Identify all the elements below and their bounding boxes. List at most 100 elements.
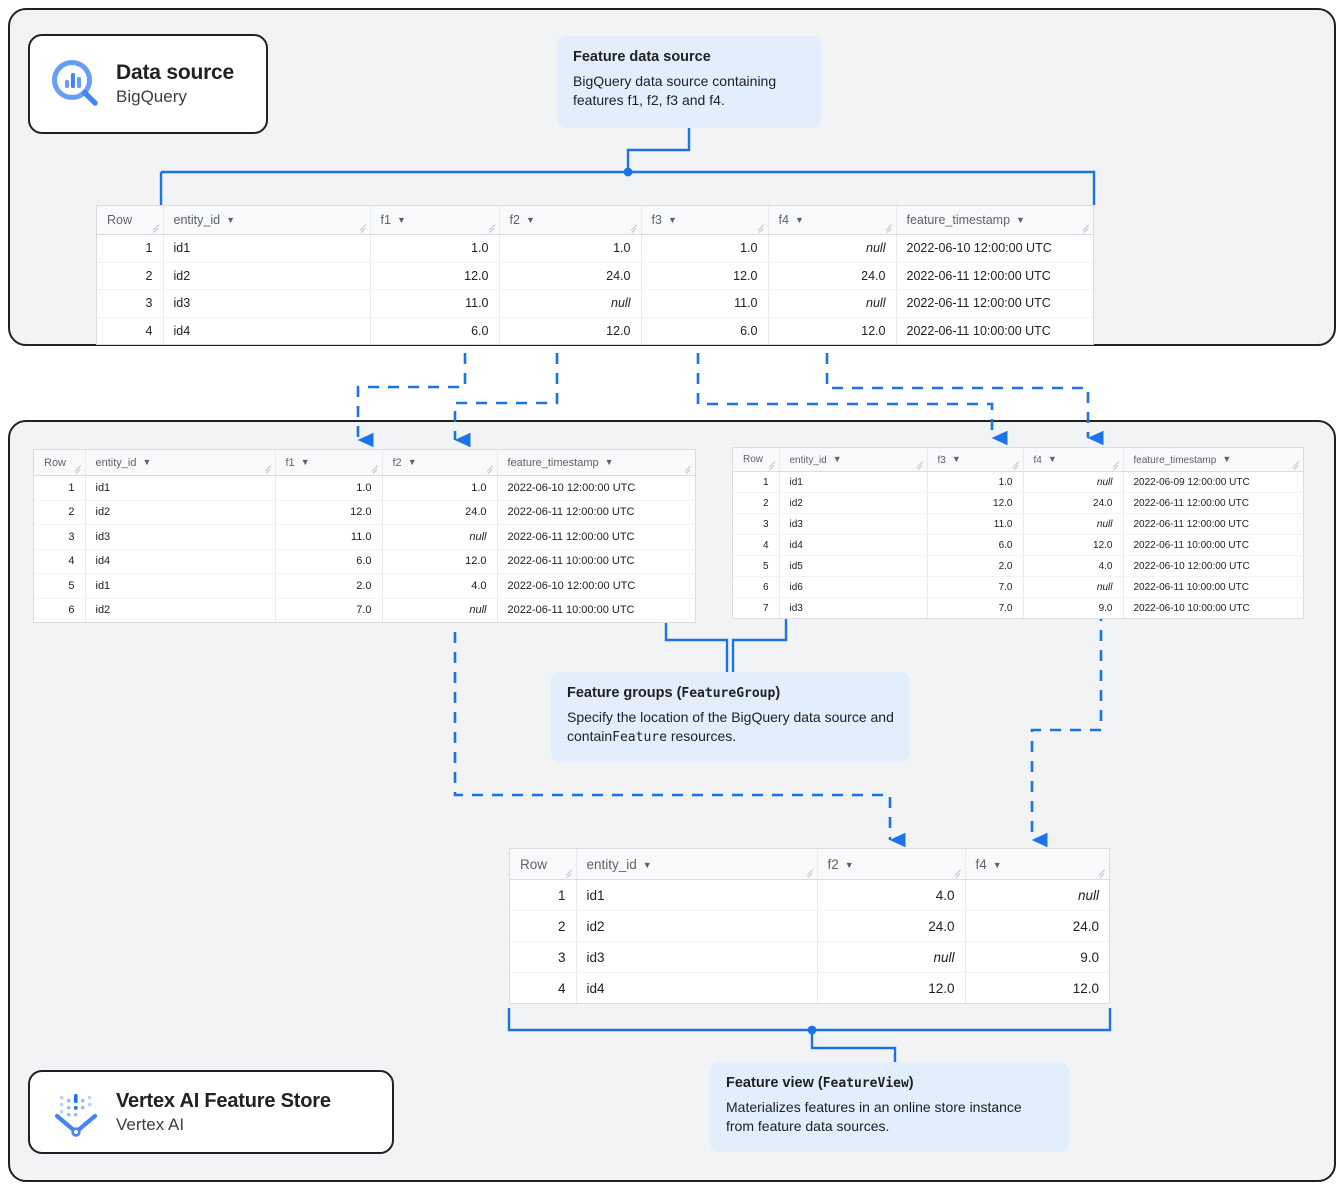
column-resize-handle[interactable] [359,224,368,233]
column-resize-handle[interactable] [916,461,925,470]
cell-f1: 2.0 [275,573,383,599]
column-resize-handle[interactable] [806,869,815,878]
chevron-down-icon[interactable]: ▼ [226,215,235,225]
chevron-down-icon[interactable]: ▼ [525,215,535,225]
chevron-down-icon[interactable]: ▼ [604,456,614,467]
cell-entity_id: id2 [576,910,818,942]
cell-f1: 6.0 [370,317,500,344]
cell-f3: 12.0 [927,492,1024,514]
chevron-down-icon[interactable]: ▼ [667,215,677,225]
cell-f4: null [768,289,897,318]
column-resize-handle[interactable] [565,869,574,878]
column-resize-handle[interactable] [630,224,639,233]
chevron-down-icon[interactable]: ▼ [951,453,961,464]
column-resize-handle[interactable] [1082,224,1091,233]
column-resize-handle[interactable] [768,461,777,470]
cell-feature_timestamp: 2022-06-11 10:00:00 UTC [497,549,695,574]
cell-row: 5 [34,573,86,599]
cell-f3: 2.0 [927,555,1024,577]
chevron-down-icon[interactable]: ▼ [407,456,417,467]
column-resize-handle[interactable] [954,869,963,878]
column-header-f4[interactable]: f4▼ [1023,448,1124,472]
cell-entity_id: id4 [85,549,276,574]
column-header-label: feature_timestamp [1133,454,1217,466]
column-header-f2[interactable]: f2▼ [817,849,966,880]
cell-f1: 1.0 [275,475,383,501]
cell-f3: 7.0 [927,597,1024,618]
column-resize-handle[interactable] [264,465,273,474]
cell-f2: 12.0 [382,549,498,574]
cell-f2: null [817,941,966,973]
column-resize-handle[interactable] [757,224,766,233]
column-header-entity_id[interactable]: entity_id▼ [163,206,371,235]
column-header-label: f1 [285,456,295,469]
column-resize-handle[interactable] [152,224,161,233]
cell-row: 4 [34,549,86,574]
column-header-feature_timestamp[interactable]: feature_timestamp ▼ [1123,448,1303,472]
feature-groups-body-post: resources. [666,728,737,745]
cell-f4: null [1023,513,1124,535]
column-resize-handle[interactable] [1292,461,1301,470]
column-resize-handle[interactable] [684,465,693,474]
cell-f4: 12.0 [768,317,897,344]
column-header-entity_id[interactable]: entity_id▼ [85,450,276,476]
column-header-feature_timestamp[interactable]: feature_timestamp▼ [497,450,695,476]
column-header-f4[interactable]: f4 ▼ [965,849,1109,880]
column-header-f1[interactable]: f1 ▼ [275,450,383,476]
chevron-down-icon[interactable]: ▼ [300,456,310,467]
column-header-row[interactable]: Row [733,448,780,472]
column-resize-handle[interactable] [488,224,497,233]
column-header-entity_id[interactable]: entity_id▼ [576,849,818,880]
column-resize-handle[interactable] [1112,461,1121,470]
cell-entity_id: id3 [779,513,928,535]
column-resize-handle[interactable] [885,224,894,233]
chevron-down-icon[interactable]: ▼ [396,215,406,225]
column-header-f2[interactable]: f2▼ [499,206,642,235]
feature-view-callout-body: Materializes features in an online store… [726,1099,1022,1135]
column-header-f3[interactable]: f3▼ [927,448,1024,472]
feature-store-badge: Vertex AI Feature Store Vertex AI [28,1070,394,1154]
column-resize-handle[interactable] [486,465,495,474]
column-header-row[interactable]: Row [510,849,577,880]
column-header-label: Row [44,456,67,469]
column-header-label: f4 [975,856,987,872]
column-header-row[interactable]: Row [34,450,86,476]
chevron-down-icon[interactable]: ▼ [992,859,1002,870]
column-header-f3[interactable]: f3▼ [641,206,769,235]
column-resize-handle[interactable] [371,465,380,474]
column-header-entity_id[interactable]: entity_id▼ [779,448,928,472]
chevron-down-icon[interactable]: ▼ [1047,453,1057,464]
chevron-down-icon[interactable]: ▼ [642,859,652,870]
column-header-row[interactable]: Row [97,206,164,235]
chevron-down-icon[interactable]: ▼ [1222,453,1232,464]
column-header-f1[interactable]: f1▼ [370,206,500,235]
column-header-label: f2 [392,456,402,469]
column-header-f4[interactable]: f4▼ [768,206,897,235]
column-header-f2[interactable]: f2 ▼ [382,450,498,476]
column-resize-handle[interactable] [1012,461,1021,470]
cell-entity_id: id2 [779,492,928,514]
cell-row: 1 [510,879,577,911]
cell-f3: 7.0 [927,576,1024,598]
column-header-feature_timestamp[interactable]: feature_timestamp▼ [896,206,1093,235]
feature-view-title-plain: Feature view ( [726,1075,823,1091]
chevron-down-icon[interactable]: ▼ [832,453,842,464]
cell-f3: 11.0 [927,513,1024,535]
column-resize-handle[interactable] [74,465,83,474]
chevron-down-icon[interactable]: ▼ [844,859,854,870]
chevron-down-icon[interactable]: ▼ [794,215,804,225]
feature-view-callout: Feature view (FeatureView) Materializes … [710,1062,1069,1152]
chevron-down-icon[interactable]: ▼ [1016,215,1025,225]
column-resize-handle[interactable] [1098,869,1107,878]
chevron-down-icon[interactable]: ▼ [142,456,152,467]
cell-entity_id: id5 [779,555,928,577]
cell-entity_id: id2 [85,500,276,525]
cell-f3: 11.0 [641,289,769,318]
cell-f4: null [965,879,1109,911]
